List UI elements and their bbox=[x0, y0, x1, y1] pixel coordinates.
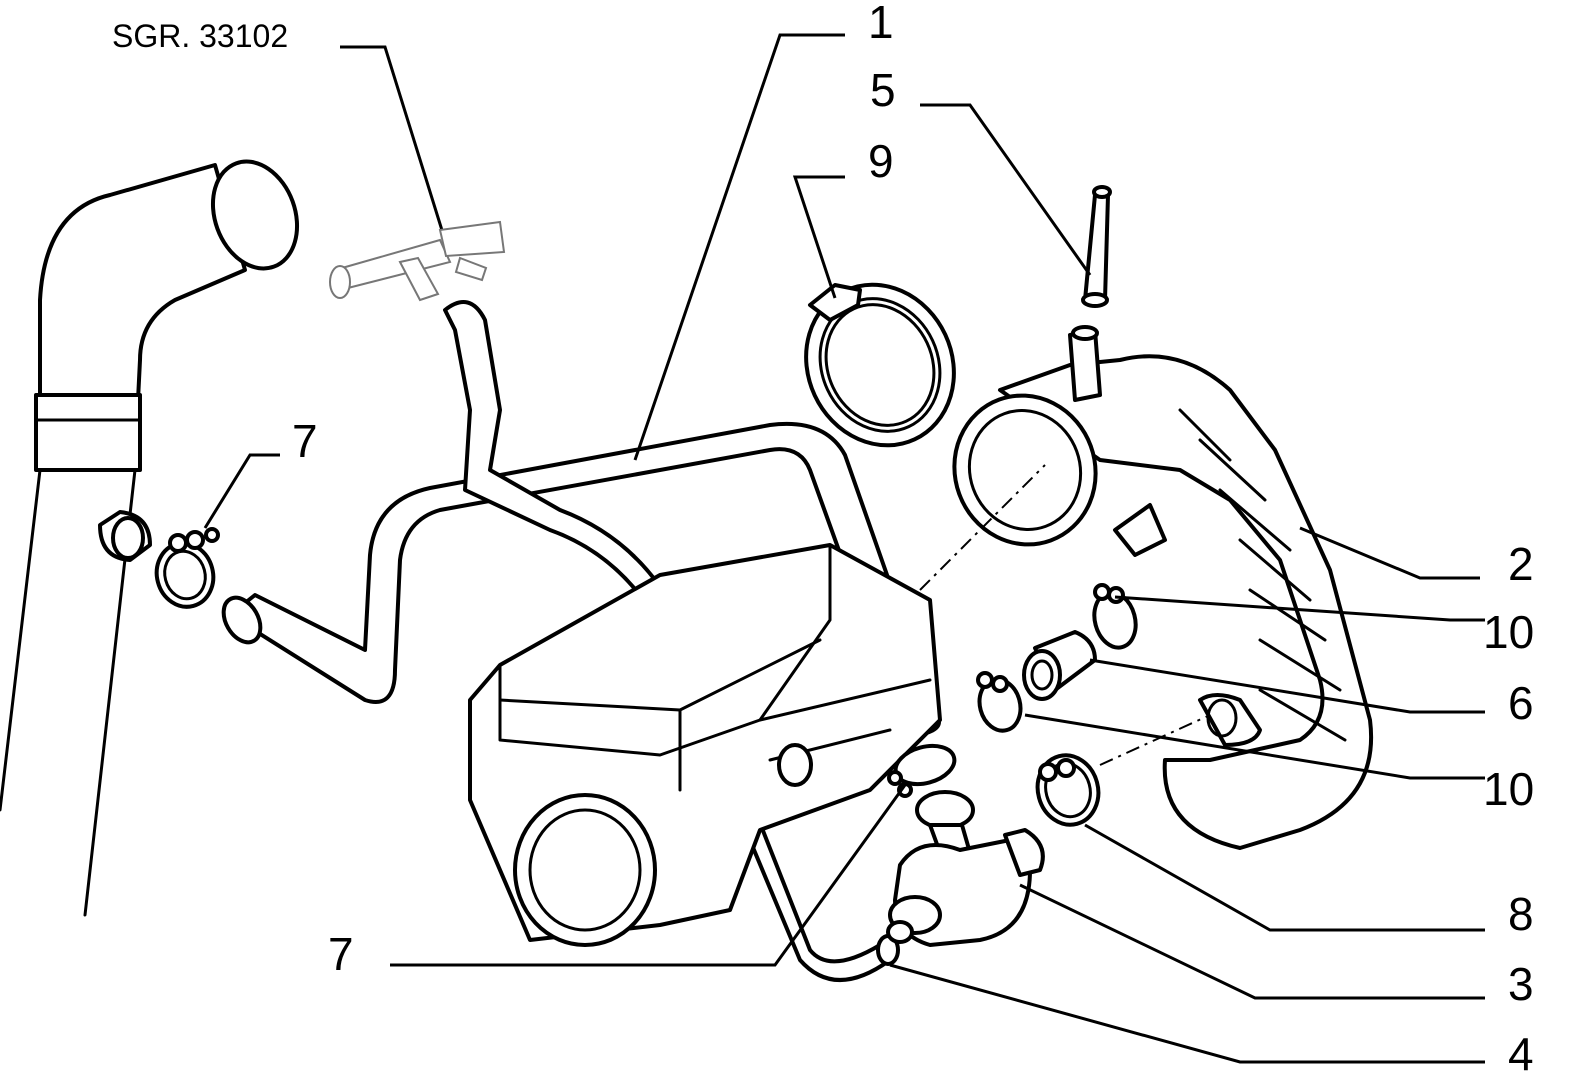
leader-reference bbox=[340, 45, 447, 241]
clamp-8 bbox=[1035, 753, 1101, 827]
throttle-body bbox=[468, 543, 942, 947]
callout-1: 1 bbox=[868, 0, 894, 48]
leader-2 bbox=[1299, 526, 1480, 580]
callout-5: 5 bbox=[870, 64, 896, 116]
large-hose bbox=[0, 159, 300, 917]
leader-6 bbox=[1089, 658, 1485, 714]
callout-4: 4 bbox=[1508, 1028, 1534, 1077]
leader-3 bbox=[1019, 883, 1485, 1000]
leader-7-left bbox=[203, 453, 280, 529]
clamp-7-left bbox=[154, 527, 220, 609]
axis-2 bbox=[1099, 714, 1211, 766]
callout-2: 2 bbox=[1508, 538, 1534, 590]
small-sleeve-left bbox=[98, 510, 152, 562]
reference-label: SGR. 33102 bbox=[112, 18, 288, 54]
air-duct-2 bbox=[952, 325, 1374, 850]
valve-3 bbox=[886, 790, 1045, 947]
clamp-9 bbox=[804, 282, 956, 448]
leader-5 bbox=[920, 103, 1092, 276]
leader-10-upper bbox=[1114, 595, 1485, 622]
leader-1 bbox=[633, 33, 845, 461]
callout-7-bottom: 7 bbox=[328, 928, 354, 980]
callout-3: 3 bbox=[1508, 958, 1534, 1010]
sleeve-6 bbox=[1022, 630, 1097, 701]
axis-1 bbox=[919, 464, 1046, 591]
pin-5 bbox=[1081, 185, 1112, 308]
clamp-10-upper bbox=[1092, 583, 1138, 650]
clamp-10-lower bbox=[976, 671, 1023, 733]
callout-6: 6 bbox=[1508, 677, 1534, 729]
callout-9: 9 bbox=[868, 135, 894, 187]
callout-8: 8 bbox=[1508, 888, 1534, 940]
leader-10-lower bbox=[1024, 713, 1485, 780]
callout-10-upper: 10 bbox=[1483, 606, 1534, 658]
leader-8 bbox=[1084, 823, 1485, 932]
leader-9 bbox=[792, 175, 845, 299]
leader-4 bbox=[889, 963, 1485, 1064]
leader-7-bottom bbox=[390, 784, 907, 967]
t-fitting bbox=[329, 220, 506, 302]
callout-10-lower: 10 bbox=[1483, 763, 1534, 815]
callout-7-left: 7 bbox=[292, 415, 318, 467]
clamp-7-right bbox=[887, 743, 957, 798]
